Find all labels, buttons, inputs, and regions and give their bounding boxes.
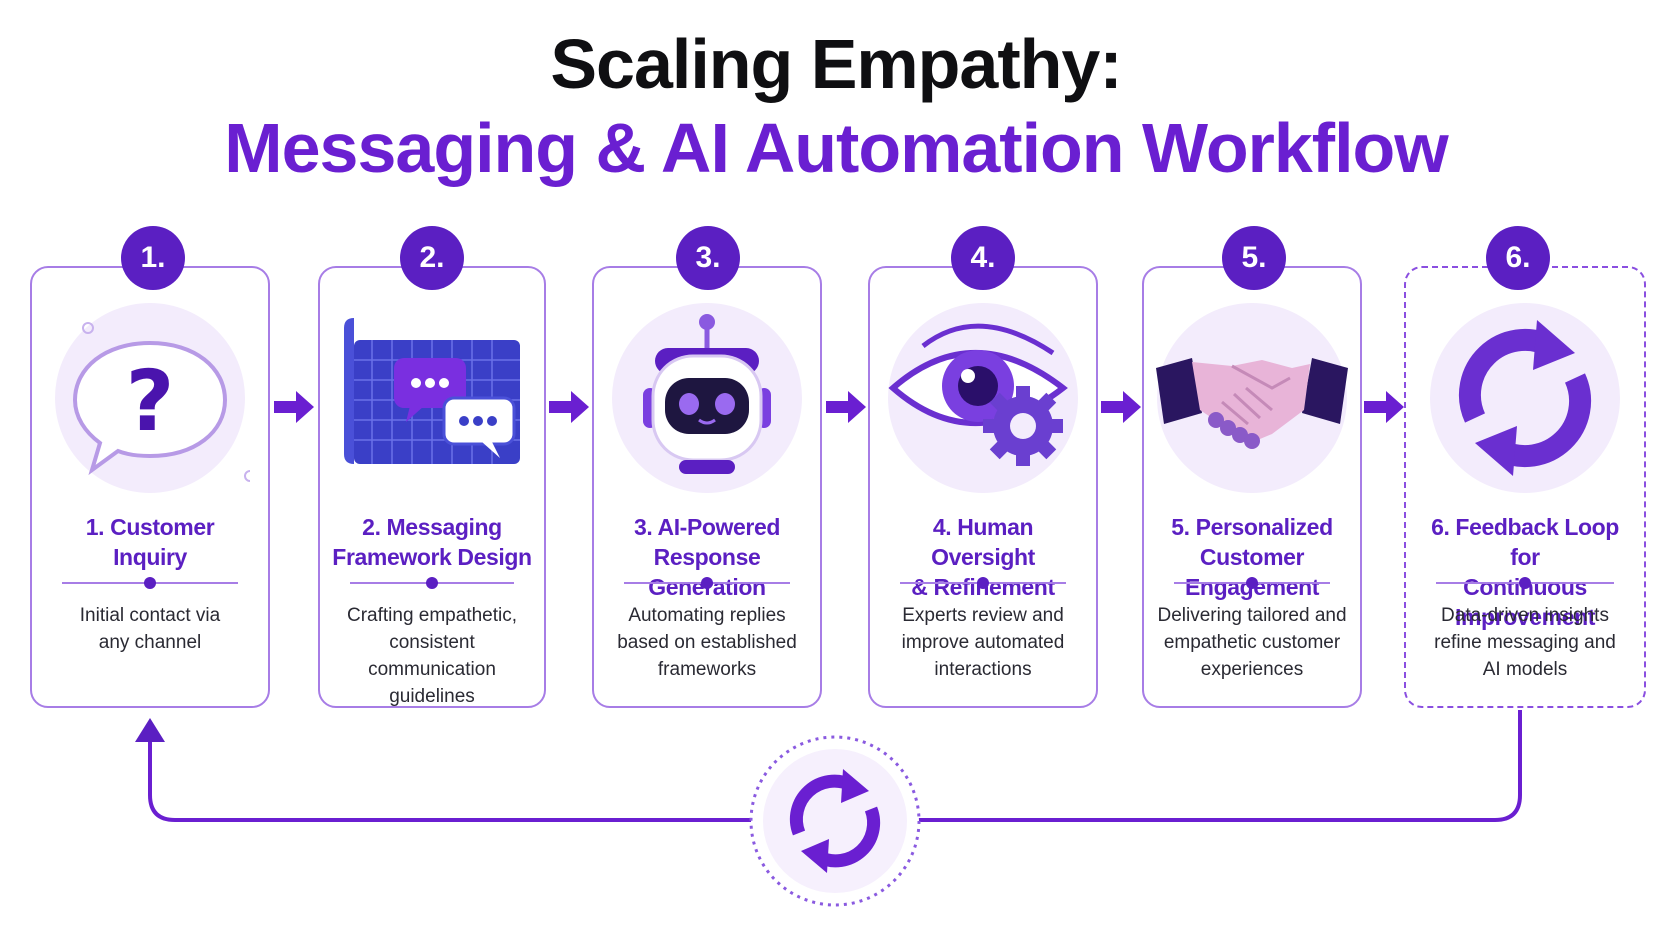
desc-line: Delivering tailored and [1157,605,1347,626]
step-badge-4: 4. [951,226,1015,290]
step-badge-6: 6. [1486,226,1550,290]
desc-line: empathetic customer [1163,632,1341,653]
page-title: Scaling Empathy: Messaging & AI Automati… [0,22,1672,190]
step-card-1: ? 1. Customer Inquiry Initial contact vi… [30,266,270,708]
desc-line: Data-driven insights [1441,605,1609,626]
step-title-line: Framework Design [332,544,532,570]
loop-arrow-head [135,718,165,742]
arrow-right-icon [826,391,866,423]
desc-line: frameworks [657,659,757,680]
step-card-4: 4. Human Oversight & Refinement Experts … [868,266,1098,708]
step-title-line: Inquiry [113,544,187,570]
desc-line: any channel [98,632,202,653]
divider-dot [1519,577,1531,589]
step-card-2: 2. Messaging Framework Design Crafting e… [318,266,546,708]
blueprint-chat-bubbles-icon [332,298,532,498]
desc-line: improve automated [901,632,1065,653]
step-title-line: 4. Human Oversight [931,514,1035,570]
step-title: 1. Customer Inquiry [40,512,260,572]
desc-line: interactions [934,659,1032,680]
step-badge-2: 2. [400,226,464,290]
divider-dot [144,577,156,589]
divider-dot [701,577,713,589]
step-description: Automating replies based on established … [604,602,810,683]
step-title-line: 5. Personalized [1171,514,1333,540]
robot-icon [607,298,807,498]
step-title-line: 6. Feedback Loop for [1431,514,1619,570]
title-line-2: Messaging & AI Automation Workflow [224,109,1448,187]
desc-line: based on established [617,632,797,653]
step-description: Data-driven insights refine messaging an… [1416,602,1634,683]
divider-dot [977,577,989,589]
divider-dot [1246,577,1258,589]
desc-line: Initial contact via [79,605,221,626]
arrow-right-icon [1364,391,1404,423]
step-description: Crafting empathetic, consistent communic… [330,602,534,710]
question-speech-bubble-icon: ? [50,298,250,498]
desc-line: AI models [1482,659,1568,680]
step-title-line: Response Generation [648,544,766,600]
eye-gear-icon [883,298,1083,498]
desc-line: Crafting empathetic, [346,605,518,626]
step-title-line: 1. Customer [85,514,215,540]
step-badge-3: 3. [676,226,740,290]
desc-line: consistent communication [368,632,496,680]
step-title: 2. Messaging Framework Design [328,512,536,572]
svg-text:?: ? [126,352,175,450]
desc-line: Experts review and [902,605,1064,626]
step-description: Initial contact via any channel [42,602,258,656]
arrow-right-icon [549,391,589,423]
desc-line: experiences [1200,659,1304,680]
step-card-3: 3. AI-Powered Response Generation Automa… [592,266,822,708]
handshake-icon [1152,298,1352,498]
step-title-line: Customer Engagement [1185,544,1319,600]
divider-dot [426,577,438,589]
step-card-6: 6. Feedback Loop for Continuous Improvem… [1404,266,1646,708]
title-line-1: Scaling Empathy: [550,25,1122,103]
step-description: Delivering tailored and empathetic custo… [1154,602,1350,683]
refresh-cycle-icon [1425,298,1625,498]
arrow-right-icon [1101,391,1141,423]
step-badge-1: 1. [121,226,185,290]
loop-center-refresh-icon [749,735,921,907]
step-title-line: 2. Messaging [362,514,502,540]
step-description: Experts review and improve automated int… [880,602,1086,683]
step-title: 3. AI-Powered Response Generation [602,512,812,602]
step-card-5: 5. Personalized Customer Engagement Deli… [1142,266,1362,708]
desc-line: refine messaging and [1434,632,1616,653]
step-badge-5: 5. [1222,226,1286,290]
desc-line: guidelines [389,686,475,707]
step-title-line: 3. AI-Powered [633,514,781,540]
desc-line: Automating replies [628,605,786,626]
arrow-right-icon [274,391,314,423]
